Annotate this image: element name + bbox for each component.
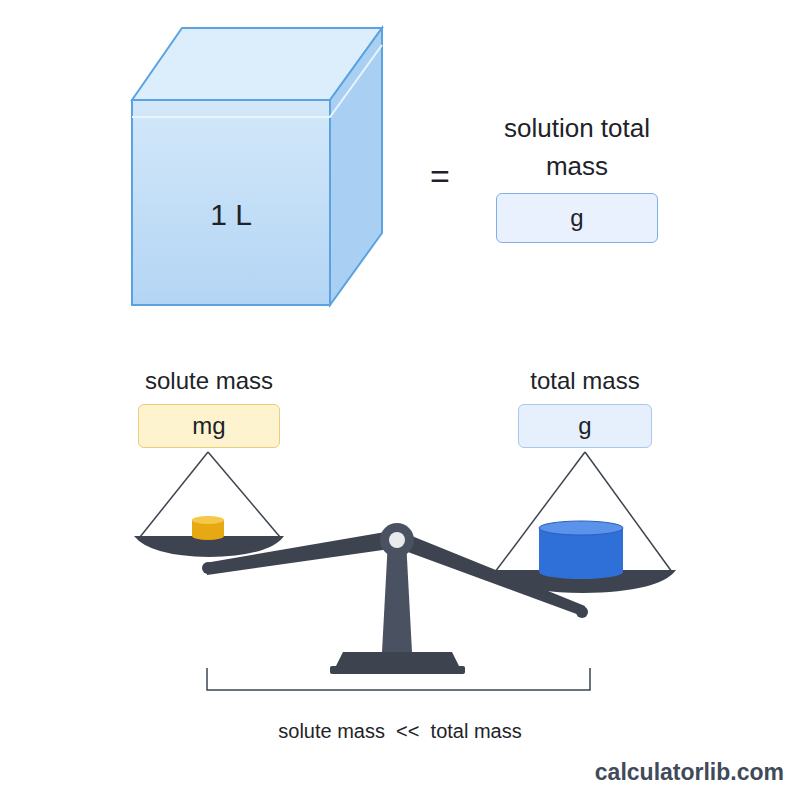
mass-heading: total mass <box>518 362 652 400</box>
volume-label: 1 L <box>210 198 252 232</box>
total-mass-cylinder <box>539 521 623 579</box>
value-box: mg <box>138 404 280 448</box>
water-line <box>132 45 382 117</box>
value-box: g <box>518 404 652 448</box>
unit-text: mg <box>192 412 225 440</box>
scale-foot <box>330 666 465 674</box>
mass-heading: solution total mass <box>491 109 663 185</box>
scale-base <box>335 652 460 668</box>
volume-cube: 1 L <box>130 25 388 308</box>
solute-weight <box>192 516 224 540</box>
bracket <box>207 668 590 690</box>
mass-box: solution total mass g <box>491 109 663 243</box>
mass-box: solute mass mg <box>138 362 280 448</box>
watermark: calculatorlib.com <box>595 759 784 786</box>
pivot <box>380 523 414 557</box>
unit-text: g <box>570 204 583 232</box>
beam-end <box>202 562 214 574</box>
unit-text: g <box>578 412 591 440</box>
hidden-edges <box>132 28 382 305</box>
beam-end <box>576 606 588 618</box>
cube-side <box>330 28 382 305</box>
cube-outline <box>130 25 388 308</box>
cube-front <box>132 100 330 305</box>
comparison-note: solute mass << total mass <box>278 720 521 743</box>
equals-sign: = <box>430 157 450 196</box>
mass-box: total mass g <box>518 362 652 448</box>
mass-heading: solute mass <box>138 362 280 400</box>
value-box: g <box>496 193 658 243</box>
pivot-pin <box>389 532 405 548</box>
